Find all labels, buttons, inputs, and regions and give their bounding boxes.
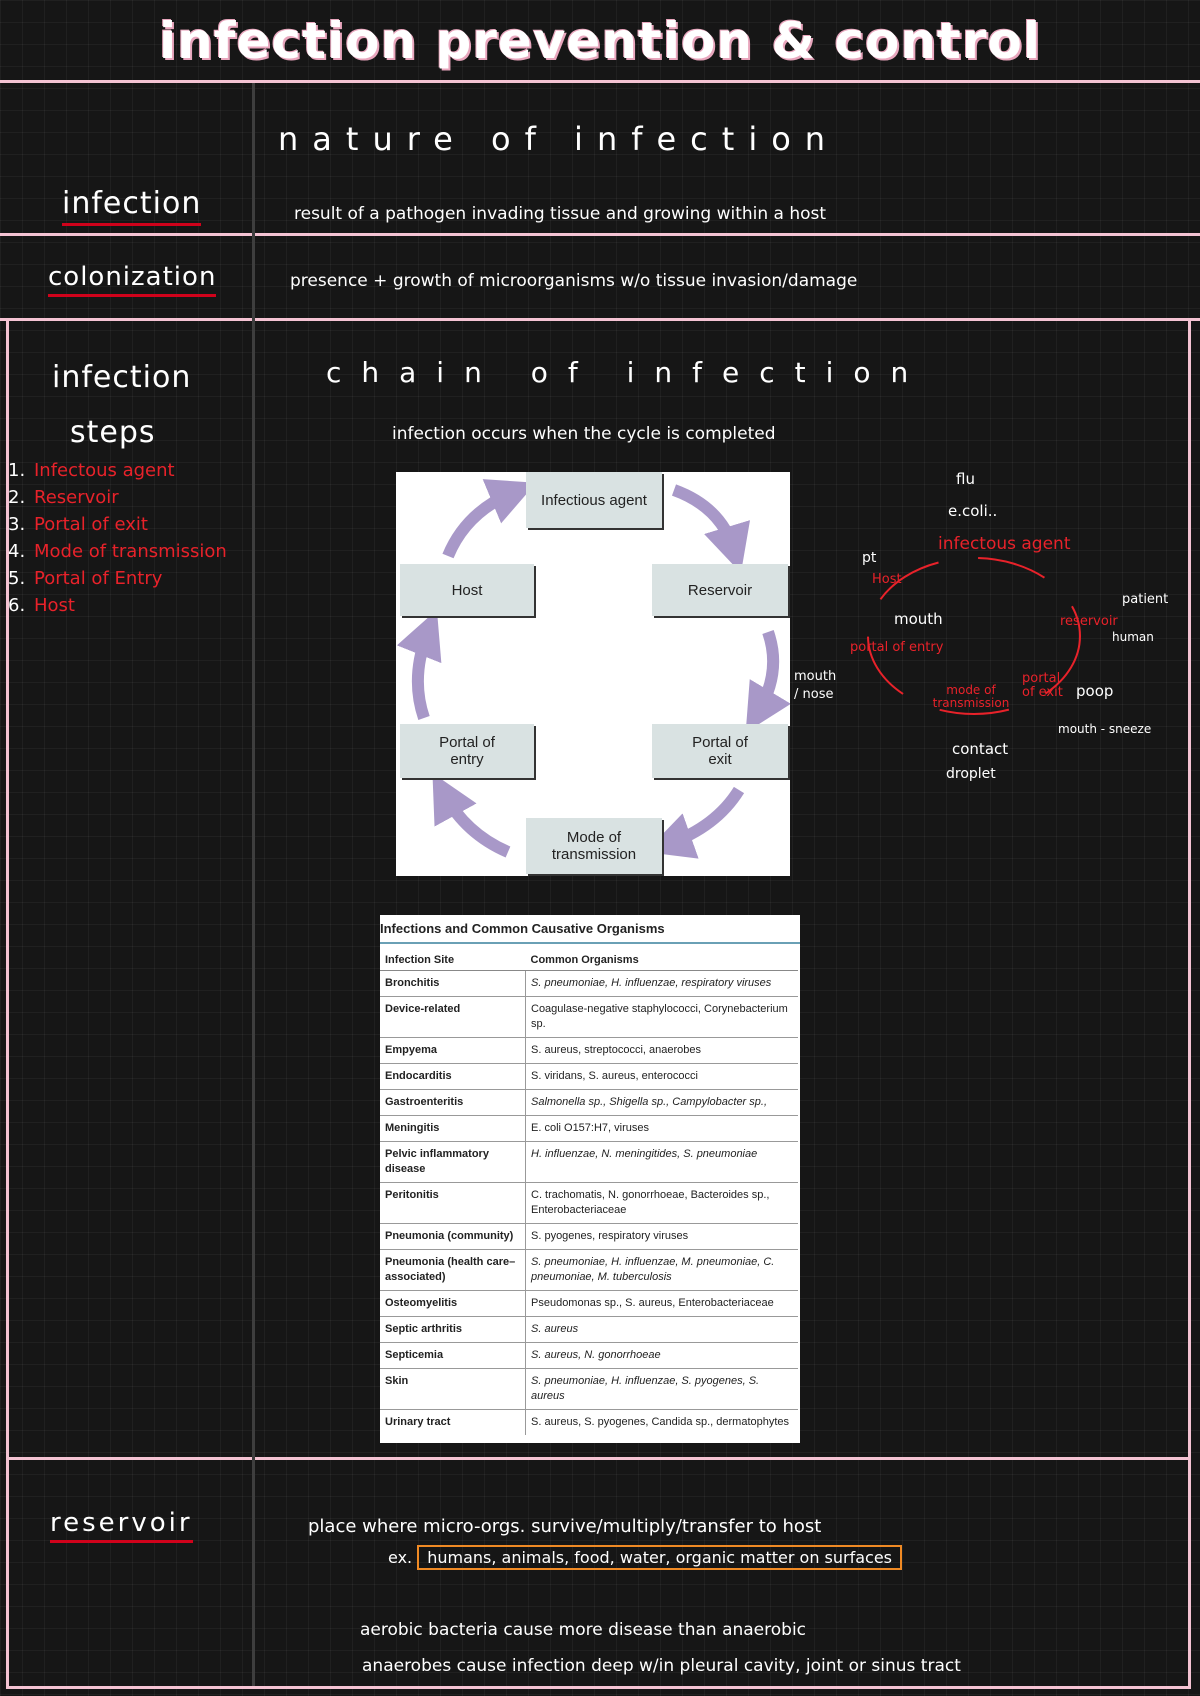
cycle-host: Host	[872, 572, 902, 587]
infection-label: infection	[62, 186, 202, 226]
cycle-pt: pt	[862, 550, 877, 566]
organisms-table: Infections and Common Causative Organism…	[380, 915, 800, 1443]
cycle-mouth: mouth	[894, 610, 943, 628]
box-portal-of-exit: Portal of exit	[652, 724, 788, 778]
step-item: 1.Infectous agent	[8, 460, 175, 481]
table-header: Common Organisms	[525, 950, 798, 971]
section-border-right	[1188, 318, 1191, 1688]
arrow-mode-to-entry	[432, 772, 511, 858]
cycle-contact: contact	[952, 740, 1009, 758]
section-border-reservoir	[6, 1457, 1191, 1460]
table-title: Infections and Common Causative Organism…	[380, 915, 800, 944]
steps-list: 1.Infectous agent 2.Reservoir 3.Portal o…	[8, 460, 227, 622]
side-note-mouth-nose: mouth / nose	[794, 669, 837, 702]
reservoir-examples-row: ex. humans, animals, food, water, organi…	[388, 1545, 903, 1570]
box-mode-of-transmission: Mode of transmission	[526, 818, 662, 874]
cycle-patient: patient	[1122, 592, 1169, 607]
arrow-reservoir-to-exit	[745, 630, 790, 733]
arrow-entry-to-host	[396, 609, 442, 720]
cycle-flu: flu	[956, 470, 975, 488]
reservoir-examples: humans, animals, food, water, organic ma…	[417, 1545, 903, 1570]
step-item: 4.Mode of transmission	[8, 541, 227, 562]
handwritten-cycle-ring	[867, 557, 1081, 715]
box-portal-of-entry: Portal of entry	[400, 724, 534, 778]
cycle-reservoir: reservoir	[1060, 614, 1118, 629]
cycle-droplet: droplet	[946, 766, 996, 782]
chain-diagram: Infectious agent Reservoir Portal of exi…	[396, 472, 790, 876]
table-header: Infection Site	[380, 950, 526, 971]
nature-heading: nature of infection	[278, 120, 840, 158]
chain-heading: chain of infection	[326, 356, 929, 389]
section-border-infection	[0, 233, 1200, 236]
cycle-poop: poop	[1076, 682, 1114, 700]
section-border-bottom	[6, 1686, 1191, 1689]
arrow-host-to-agent	[442, 479, 537, 559]
section-border-colonization	[0, 318, 1200, 321]
cycle-human: human	[1112, 630, 1154, 644]
cycle-infectious-agent: infectous agent	[938, 534, 1071, 554]
colonization-definition: presence + growth of microorganisms w/o …	[290, 271, 858, 291]
section-border-left	[6, 318, 9, 1688]
box-infectious-agent: Infectious agent	[526, 472, 662, 528]
box-host: Host	[400, 564, 534, 616]
cycle-portal-of-entry: portal of entry	[850, 640, 944, 655]
chain-subheading: infection occurs when the cycle is compl…	[392, 424, 776, 444]
infection-label-text: infection	[62, 186, 202, 226]
reservoir-definition: place where micro-orgs. survive/multiply…	[308, 1516, 822, 1537]
steps-label-line1: infection	[52, 360, 192, 395]
steps-label-line2: steps	[70, 415, 156, 450]
colonization-label: colonization	[48, 262, 217, 297]
reservoir-note-aerobic: aerobic bacteria cause more disease than…	[360, 1620, 807, 1640]
reservoir-note-anaerobes: anaerobes cause infection deep w/in pleu…	[362, 1656, 961, 1676]
step-item: 5.Portal of Entry	[8, 568, 163, 589]
table-row: Pneumonia (health care–associated)S. pne…	[380, 1249, 798, 1291]
organisms-table-grid: Infection Site Common Organisms Bronchit…	[380, 950, 798, 1435]
cycle-portal-of-exit: portal of exit	[1022, 671, 1063, 700]
table-row: Pneumonia (community)S. pyogenes, respir…	[380, 1223, 798, 1250]
step-item: 2.Reservoir	[8, 487, 119, 508]
cycle-mouth-sneeze: mouth - sneeze	[1058, 722, 1152, 736]
column-divider	[252, 83, 255, 1686]
arrow-exit-to-mode	[645, 786, 745, 859]
box-reservoir: Reservoir	[652, 564, 788, 616]
reservoir-label: reservoir	[50, 1508, 193, 1543]
step-item: 3.Portal of exit	[8, 514, 148, 535]
infection-definition: result of a pathogen invading tissue and…	[294, 204, 827, 224]
cycle-mode-of-transmission: mode of transmission	[932, 683, 1010, 710]
colonization-label-text: colonization	[48, 262, 217, 297]
arrow-agent-to-reservoir	[671, 484, 751, 573]
step-item: 6.Host	[8, 595, 75, 616]
cycle-ecoli: e.coli..	[948, 502, 998, 520]
cycle-arrows	[396, 479, 790, 859]
section-border-top	[0, 80, 1200, 83]
page-title: infection prevention & control	[159, 12, 1041, 70]
reservoir-ex-prefix: ex.	[388, 1548, 413, 1567]
reservoir-label-text: reservoir	[50, 1508, 193, 1543]
